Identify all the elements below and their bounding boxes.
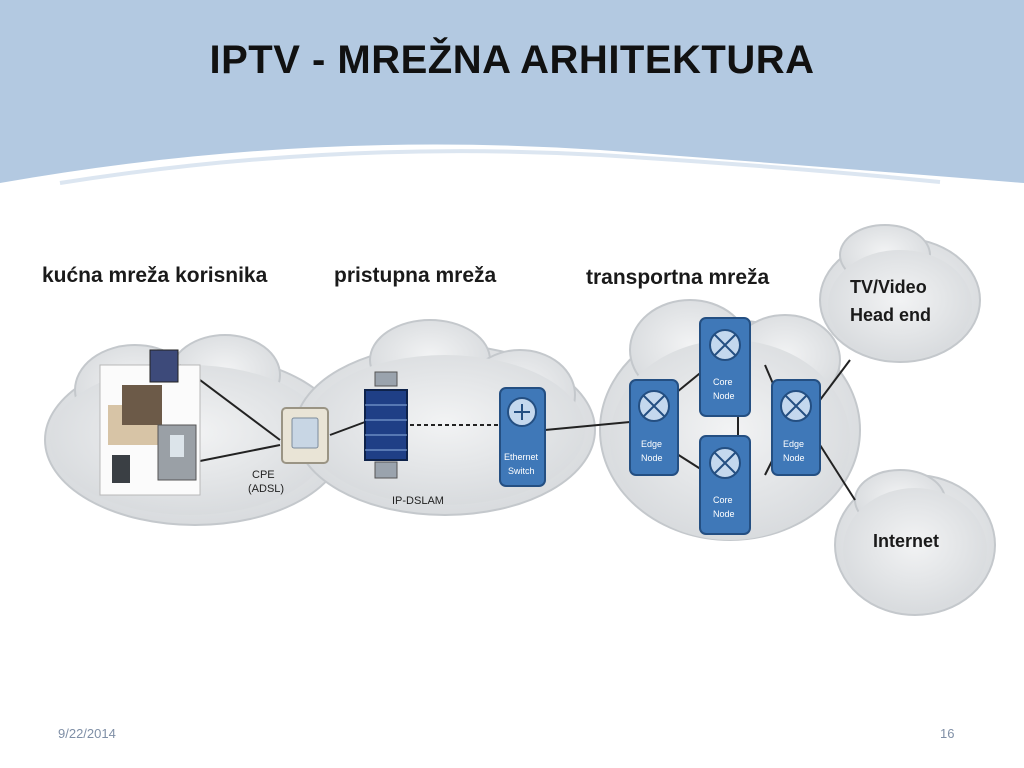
core-node-top: [699, 317, 751, 417]
core-node-top-line1: Core: [713, 377, 733, 387]
headend-label-line2: Head end: [850, 305, 931, 325]
edge-node-right: [771, 379, 821, 476]
cpe-modem: [281, 407, 329, 464]
dslam-label: IP-DSLAM: [392, 495, 444, 507]
headend-label-line1: TV/Video: [850, 277, 927, 297]
dslam-rack: [364, 371, 408, 479]
edge-node-right-line2: Node: [783, 453, 805, 463]
edge-node-left-line2: Node: [641, 453, 663, 463]
switch-label-line1: Ethernet: [504, 452, 539, 462]
slide-page-number: 16: [940, 726, 955, 741]
edge-node-left-line1: Edge: [641, 439, 662, 449]
slide-title: IPTV - MREŽNA ARHITEKTURA: [209, 38, 815, 82]
section-label-transport: transportna mreža: [586, 266, 770, 289]
internet-cloud: [834, 469, 996, 616]
edge-node-right-line1: Edge: [783, 439, 804, 449]
section-label-access: pristupna mreža: [334, 264, 497, 287]
banner-background: [0, 0, 1024, 185]
access-network-cloud: [294, 319, 596, 516]
core-node-bottom: [699, 435, 751, 535]
core-node-top-line2: Node: [713, 391, 735, 401]
core-node-bottom-line2: Node: [713, 509, 735, 519]
ethernet-switch: [499, 387, 546, 487]
slide-date: 9/22/2014: [58, 726, 116, 741]
core-node-bottom-line1: Core: [713, 495, 733, 505]
internet-label: Internet: [873, 531, 939, 551]
title-banner: IPTV - MREŽNA ARHITEKTURA: [0, 0, 1024, 185]
headend-cloud: [819, 224, 981, 363]
cpe-label-line2: (ADSL): [248, 483, 284, 495]
section-label-home: kućna mreža korisnika: [42, 264, 268, 287]
cpe-label-line1: CPE: [252, 469, 275, 481]
network-diagram: CPE (ADSL) IP-DSLAM Ethernet Switch Edge…: [42, 224, 996, 616]
switch-label-line2: Switch: [508, 466, 535, 476]
edge-node-left: [629, 379, 679, 476]
home-devices-illustration: [99, 349, 201, 496]
